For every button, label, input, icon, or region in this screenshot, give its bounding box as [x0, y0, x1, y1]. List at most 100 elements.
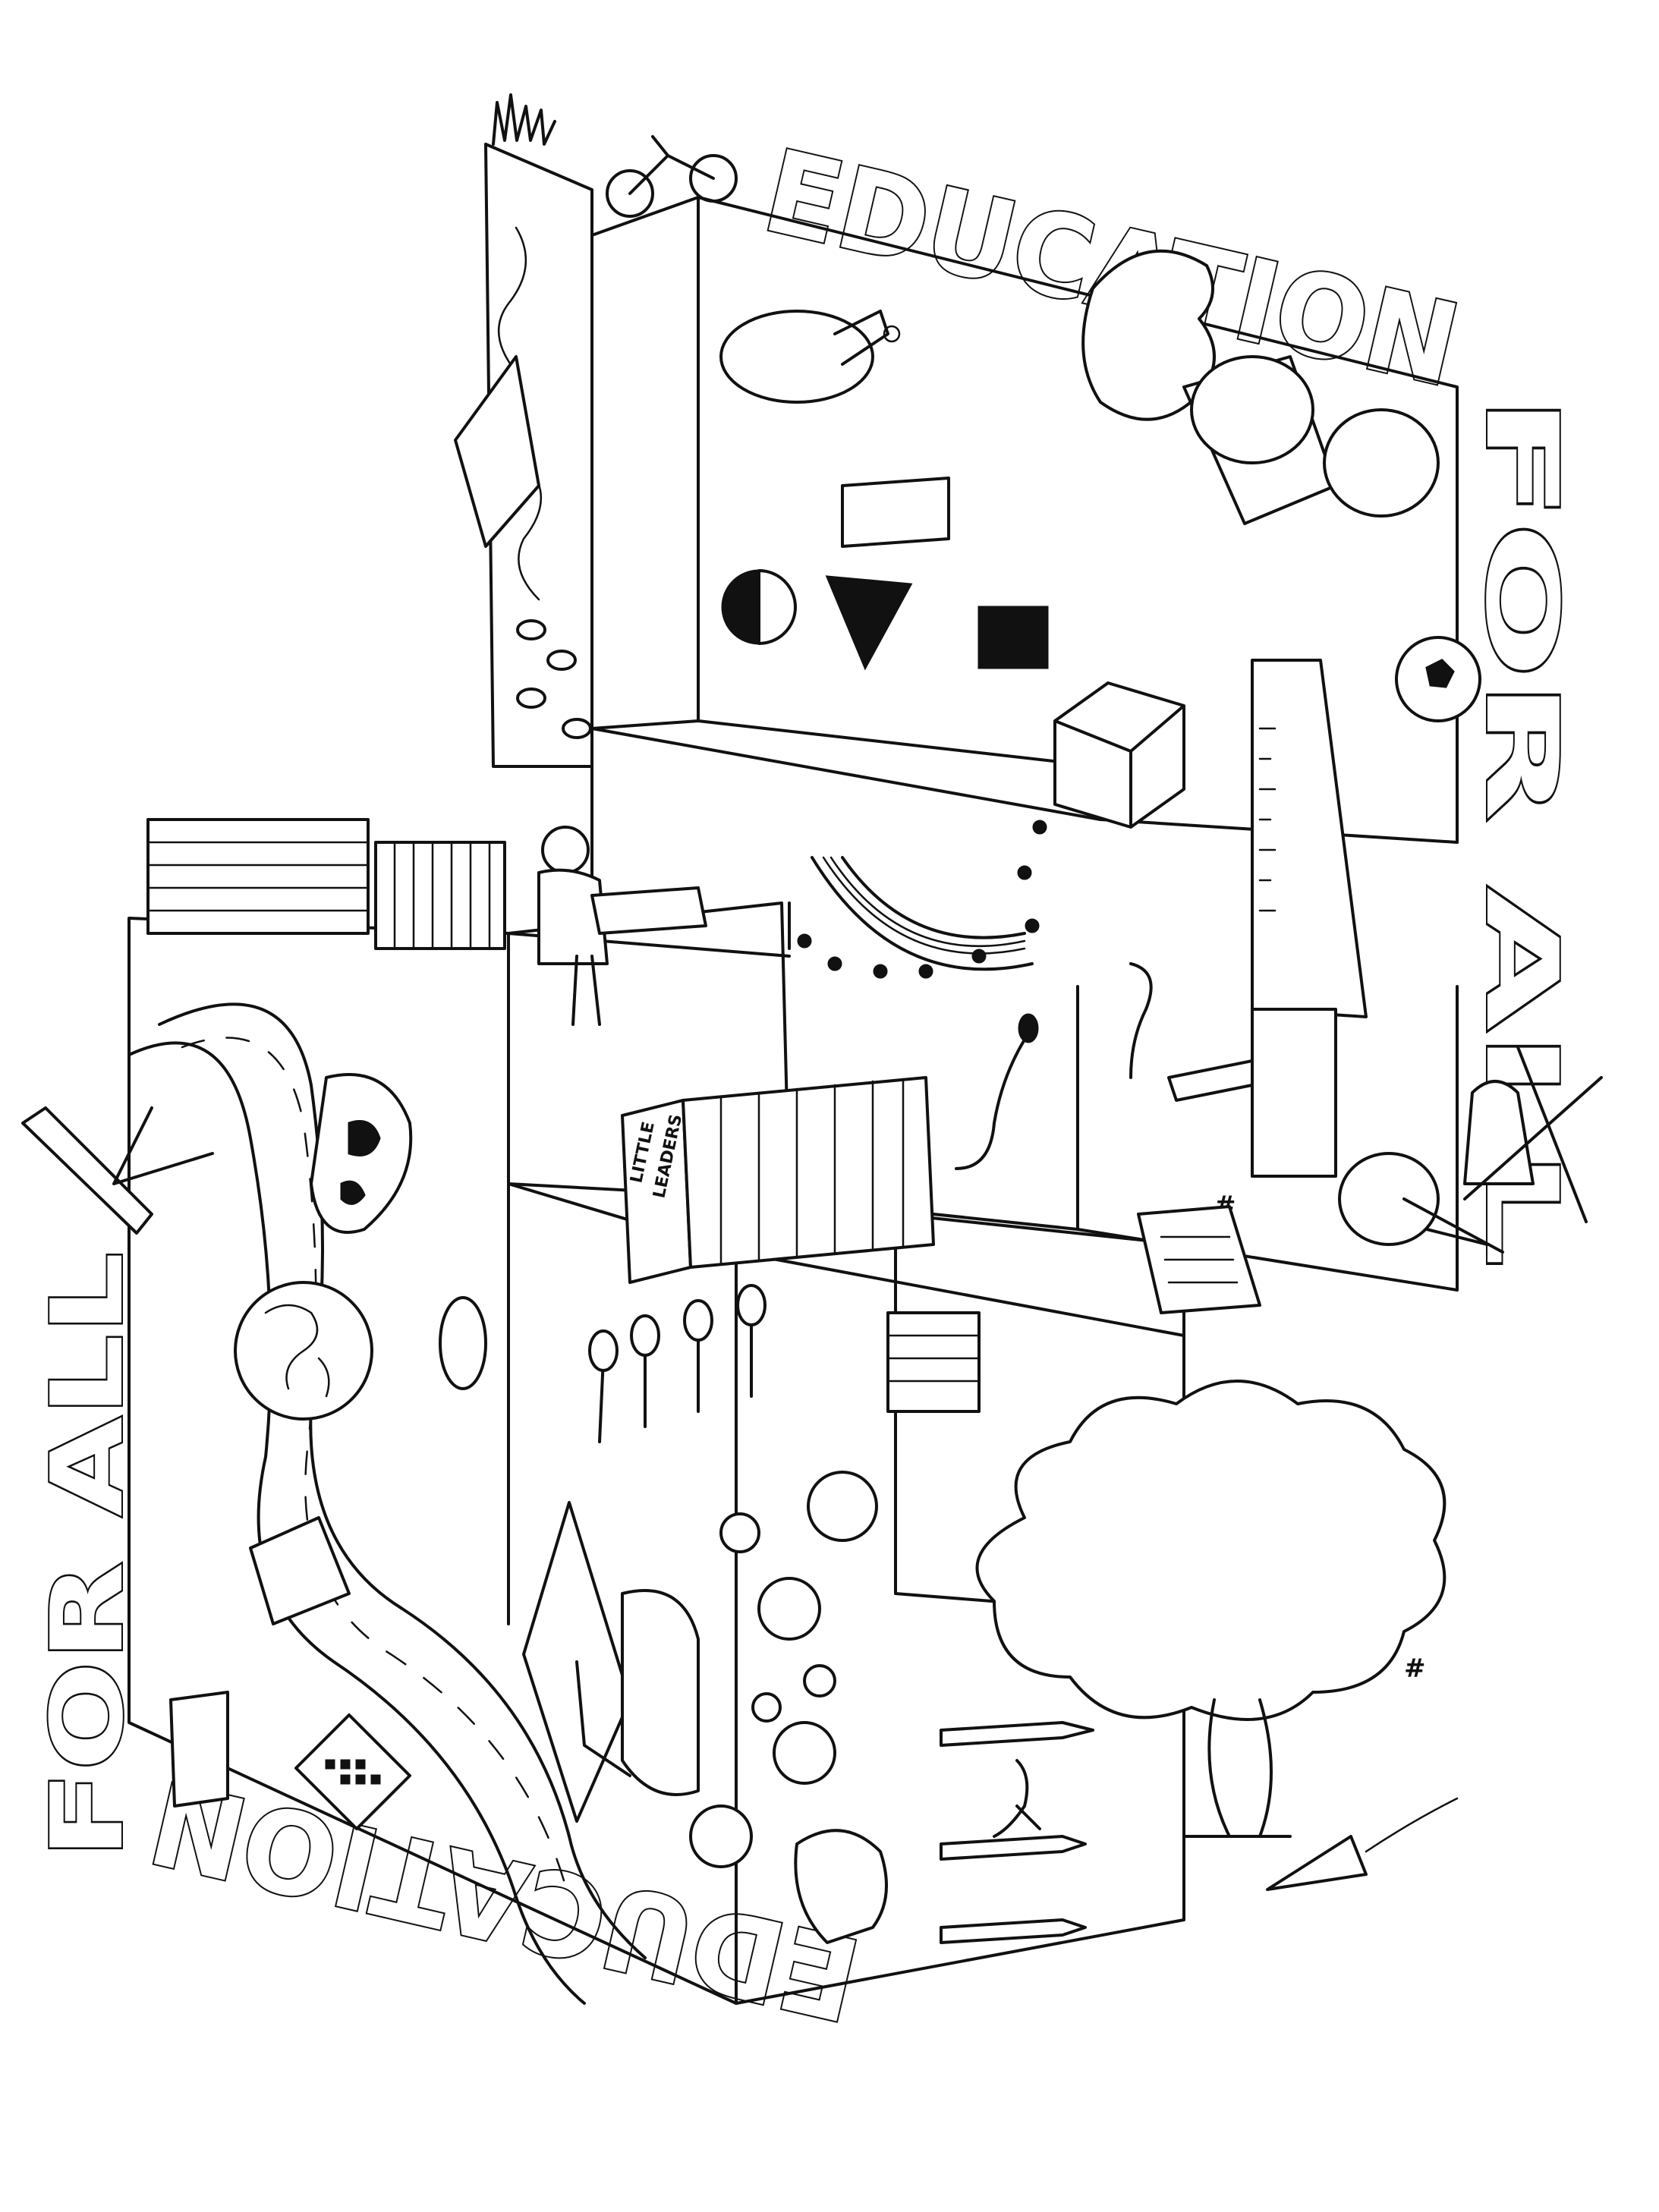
- cow: [310, 1073, 413, 1234]
- arch-inner: [841, 856, 1026, 939]
- girl-reading: [537, 826, 707, 1026]
- lily-pad: [562, 718, 592, 739]
- bubble: [773, 1721, 836, 1785]
- paper-plane: [1266, 1797, 1459, 1891]
- worm-hole: [1018, 1013, 1039, 1043]
- lunch-box: [249, 1516, 351, 1625]
- cube: [1053, 681, 1185, 829]
- girl-legs: [571, 955, 601, 1026]
- lily-pads: [516, 619, 592, 739]
- globe: [234, 1281, 487, 1421]
- rainbow-arch: [797, 820, 1047, 979]
- scroll-lines: [1160, 1235, 1239, 1284]
- telescope-stand: [112, 1106, 214, 1185]
- calculator-keys: [325, 1759, 381, 1785]
- telescope: [21, 1106, 214, 1235]
- lily-pad: [546, 650, 577, 671]
- pencil-icon-bottom: [940, 1918, 1087, 1944]
- paper-boat: [454, 355, 540, 548]
- bubble: [719, 1512, 760, 1553]
- book-lines: [146, 841, 370, 912]
- lab-flask: [719, 310, 901, 404]
- open-book: [590, 886, 707, 935]
- flask-neck: [833, 310, 889, 366]
- windmill-body: [1463, 1080, 1535, 1185]
- abacus: [169, 1691, 229, 1808]
- worm-one: [955, 1038, 1026, 1170]
- triangle-ruler: [1251, 659, 1368, 1018]
- windmill-blades: [1463, 1046, 1603, 1223]
- river-column: [484, 143, 593, 768]
- lower-book-stack: [886, 1311, 981, 1413]
- river-column-lines: [497, 226, 543, 601]
- arch-stripes: [822, 856, 1026, 955]
- leaning-books: [682, 1076, 935, 1269]
- paper-plane-body: [1266, 1835, 1368, 1891]
- elephant: [689, 1805, 888, 1944]
- windmill: [1463, 1046, 1603, 1223]
- football-patch: [1425, 659, 1455, 688]
- top-right-props: [1081, 249, 1481, 722]
- book-stacks: LITTLE LEADERS: [146, 818, 981, 1413]
- left-face-items: [169, 1516, 411, 1830]
- cap-tassel: [575, 1660, 631, 1777]
- half-moon-cover: [757, 569, 797, 645]
- grass-tufts: [492, 93, 556, 146]
- title-left: FOR ALL: [30, 1252, 145, 1859]
- bubbles: [719, 1471, 878, 1785]
- hen: [1081, 249, 1216, 421]
- lower-book-lines: [886, 1334, 981, 1383]
- road-centre-dashes: [181, 1037, 567, 1887]
- tulip-heads: [588, 1284, 767, 1372]
- ruler-ticks: [1258, 727, 1277, 912]
- scroll: [1137, 1205, 1261, 1314]
- svg-text:#: #: [1404, 1653, 1426, 1684]
- elephant-body: [794, 1829, 888, 1944]
- upright-books: [374, 841, 506, 950]
- pencils: [940, 1721, 1094, 1944]
- bubble: [757, 1577, 821, 1641]
- pencil-icon-middle: [940, 1835, 1087, 1861]
- flask-bubble: [883, 325, 901, 343]
- bubble: [751, 1692, 782, 1723]
- lily-pad: [516, 688, 546, 709]
- bicycle-icon: [606, 135, 738, 218]
- drum-sticks: [1402, 1197, 1504, 1254]
- bubble: [807, 1471, 878, 1542]
- tulip-stems: [598, 1311, 753, 1443]
- music-tree: ##: [975, 1191, 1447, 1838]
- cap-base: [621, 1589, 700, 1796]
- title-bottom: EDUCATION: [139, 1754, 871, 2044]
- leaning-book-lines: [719, 1078, 905, 1265]
- worms: [955, 962, 1153, 1170]
- shape-sorter: [721, 477, 1185, 829]
- book-stack-right: [1251, 1008, 1337, 1178]
- square-shape: [977, 606, 1049, 669]
- triangle-shape: [825, 575, 913, 671]
- top-left-book-stack: [146, 818, 370, 935]
- top-left-props: [454, 135, 738, 548]
- handprints: [797, 820, 1047, 979]
- graduation-cap: [522, 1501, 700, 1823]
- calculator-icon: [294, 1713, 411, 1830]
- arch-outer: [811, 856, 1034, 971]
- cow-spot-one: [348, 1120, 381, 1156]
- drum-top: [1338, 1152, 1440, 1246]
- tulips: [588, 1284, 767, 1443]
- telescope-tube: [21, 1106, 153, 1235]
- square-block-face: [841, 477, 950, 548]
- baby-face: [1190, 355, 1314, 464]
- globe-continents: [264, 1304, 330, 1398]
- magnifier-lens: [689, 1805, 753, 1868]
- paper-plane-trail: [1365, 1797, 1459, 1853]
- lily-pad: [516, 619, 546, 640]
- globe-stand: [439, 1296, 487, 1390]
- cabbage: [1323, 408, 1440, 518]
- tree-canopy: [975, 1380, 1447, 1721]
- tree-trunk: [1182, 1698, 1292, 1838]
- pencil-icon-top: [940, 1721, 1094, 1747]
- set-square: [1167, 659, 1368, 1178]
- cow-spot-two: [340, 1180, 366, 1205]
- upright-book-lines: [393, 841, 491, 950]
